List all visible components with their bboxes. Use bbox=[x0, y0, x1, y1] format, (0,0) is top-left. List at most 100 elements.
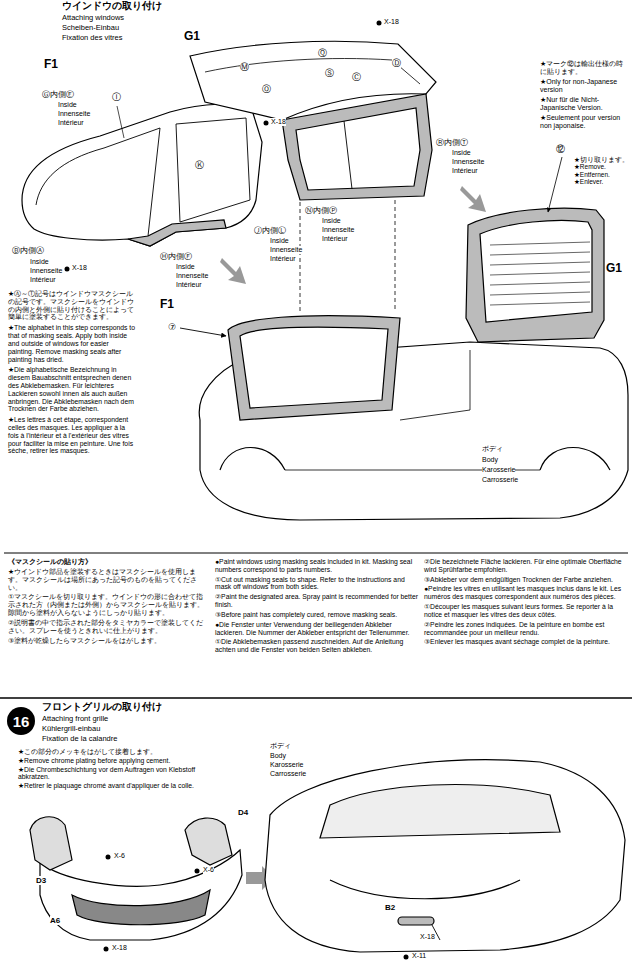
tag-dot bbox=[106, 855, 111, 860]
instruction-text: ③Enlever les masques avant séchage compl… bbox=[424, 638, 627, 646]
part-label: Kühlergrill-einbau bbox=[42, 725, 100, 734]
part-label: Innenseite bbox=[270, 246, 302, 254]
leader-line bbox=[180, 328, 226, 336]
part-label: D4 bbox=[238, 808, 248, 817]
body-line bbox=[330, 880, 520, 899]
part-label: Intérieur bbox=[58, 119, 84, 127]
step-number: 16 bbox=[7, 707, 35, 735]
part-label: Ⓗ内側Ⓕ bbox=[160, 252, 192, 261]
instruction-text: ★Ⓐ～Ⓣ記号はウインドウマスクシールの記号です。マスクシールをウインドウの内側と… bbox=[8, 290, 136, 321]
part-label: Karosserie bbox=[482, 466, 515, 474]
window-outline bbox=[22, 104, 262, 246]
part-label: X-6 bbox=[114, 852, 125, 860]
part-label: F1 bbox=[44, 58, 58, 72]
tag-dot bbox=[264, 121, 269, 126]
leader-line bbox=[548, 157, 562, 212]
body-outline bbox=[265, 760, 625, 952]
direction-arrow bbox=[220, 258, 246, 284]
window-frame bbox=[282, 94, 432, 200]
part-label: Intérieur bbox=[30, 276, 56, 284]
instruction-text: ★Seulement pour version non japonaise. bbox=[540, 114, 628, 130]
tag-dot bbox=[195, 869, 200, 874]
grille-mesh bbox=[72, 890, 210, 925]
part-label: F1 bbox=[160, 298, 174, 312]
part-label: Fixation de la calandre bbox=[42, 735, 117, 744]
tag-dot bbox=[404, 955, 409, 960]
instruction-text: ★Die alphabetische Bezeichnung in diesem… bbox=[8, 366, 136, 413]
hatch bbox=[490, 242, 590, 305]
part-label: G1 bbox=[184, 30, 200, 44]
part-label: Intérieur bbox=[270, 255, 296, 263]
part-label: ボディ bbox=[270, 742, 291, 750]
instruction-text: ★Entfernen. bbox=[574, 171, 630, 178]
instruction-text: ①マスクシールを切り取ります。ウインドウの形に合わせて指示された方（内側または外… bbox=[8, 593, 208, 616]
car-body bbox=[265, 760, 625, 952]
instruction-text: ★切り取ります。 bbox=[574, 156, 630, 163]
rule-line bbox=[0, 697, 632, 699]
part-label: Fixation des vitres bbox=[62, 34, 122, 43]
instruction-text: ★Remove chrome plating before applying c… bbox=[18, 757, 223, 765]
part-label: D3 bbox=[36, 876, 46, 885]
window-part bbox=[22, 104, 262, 246]
instruction-text: ★Only for non-Japanese version bbox=[540, 78, 628, 94]
part-label: Scheiben-Einbau bbox=[62, 24, 119, 33]
tag-dot bbox=[104, 947, 109, 952]
part-label: X-11 bbox=[412, 952, 426, 960]
instruction-text: ②Peindre les zones indiquées. De la pein… bbox=[424, 621, 627, 637]
window-outline bbox=[480, 221, 592, 323]
part-label: Inside bbox=[452, 149, 471, 157]
part-label: Carrosserie bbox=[270, 770, 306, 778]
body-line bbox=[400, 350, 470, 420]
window-frame bbox=[228, 316, 400, 420]
part-label: G1 bbox=[606, 262, 622, 276]
part-label: ⑫ bbox=[556, 144, 565, 154]
part-label: X-18 bbox=[72, 264, 87, 272]
hatch-line bbox=[490, 282, 590, 285]
window-part bbox=[190, 41, 436, 200]
instruction-text: ★Die Chrombeschichtung vor dem Auftragen… bbox=[18, 766, 223, 782]
part-label: Ⓚ bbox=[195, 160, 204, 170]
instruction-text: ★Nur für die Nicht-Japanische Version. bbox=[540, 96, 628, 112]
guide-line bbox=[395, 200, 396, 312]
part-label: Inside bbox=[58, 101, 77, 109]
grille-part bbox=[185, 818, 232, 865]
part-label: Ⓞ bbox=[262, 84, 271, 94]
part-label: Karosserie bbox=[270, 761, 303, 769]
instruction-text: ★Les lettres à cet étape, correspondent … bbox=[8, 416, 136, 455]
instruction-text: ★Enlever. bbox=[574, 178, 630, 185]
instruction-text: ①Cut out masking seals to shape. Refer t… bbox=[215, 576, 418, 592]
part-label: Innenseite bbox=[322, 226, 354, 234]
part-label: X-18 bbox=[384, 18, 399, 26]
window-edge bbox=[205, 59, 420, 85]
guide-line bbox=[300, 202, 301, 312]
part-label: Ⓙ内側Ⓛ bbox=[254, 226, 286, 235]
instruction-text: ★マーク⑫は輸出仕様の時に貼ります。 bbox=[540, 60, 628, 76]
window-frame bbox=[128, 220, 226, 246]
part-label: X-18 bbox=[420, 933, 435, 941]
tag-dot bbox=[377, 21, 382, 26]
part-label: ボディ bbox=[482, 445, 503, 453]
mirror-part bbox=[398, 917, 434, 925]
part-label: X-6 bbox=[203, 866, 214, 874]
car-body bbox=[180, 200, 628, 520]
instruction-text: ②Die bezeichnete Fläche lackieren. Für e… bbox=[424, 558, 627, 574]
part-label: Innenseite bbox=[58, 110, 90, 118]
instruction-text: ①Die Abklebemasken passend zuschneiden. … bbox=[215, 638, 418, 654]
part-label: Ⓓ bbox=[392, 58, 401, 68]
instruction-text: ★ウインドウ部品を塗装するときはマスクシールを使用します。マスクシールは場所にあ… bbox=[8, 568, 208, 591]
instruction-text: ●Die Fenster unter Verwendung der beilie… bbox=[215, 621, 418, 637]
instruction-text: ★Retirer le plaquage chromé avant d'appl… bbox=[18, 782, 223, 790]
instruction-text: 《マスクシールの貼り方》 bbox=[8, 558, 208, 566]
part-label: Intérieur bbox=[452, 167, 478, 175]
rules bbox=[0, 553, 632, 698]
rule-line bbox=[4, 553, 628, 554]
part-label: Ⓒ bbox=[352, 72, 361, 82]
part-label: Intérieur bbox=[322, 235, 348, 243]
part-label: B2 bbox=[385, 903, 395, 912]
part-label: Innenseite bbox=[176, 272, 208, 280]
part-label: X-18 bbox=[271, 118, 286, 126]
part-label: フロントグリルの取り付け bbox=[42, 702, 162, 713]
